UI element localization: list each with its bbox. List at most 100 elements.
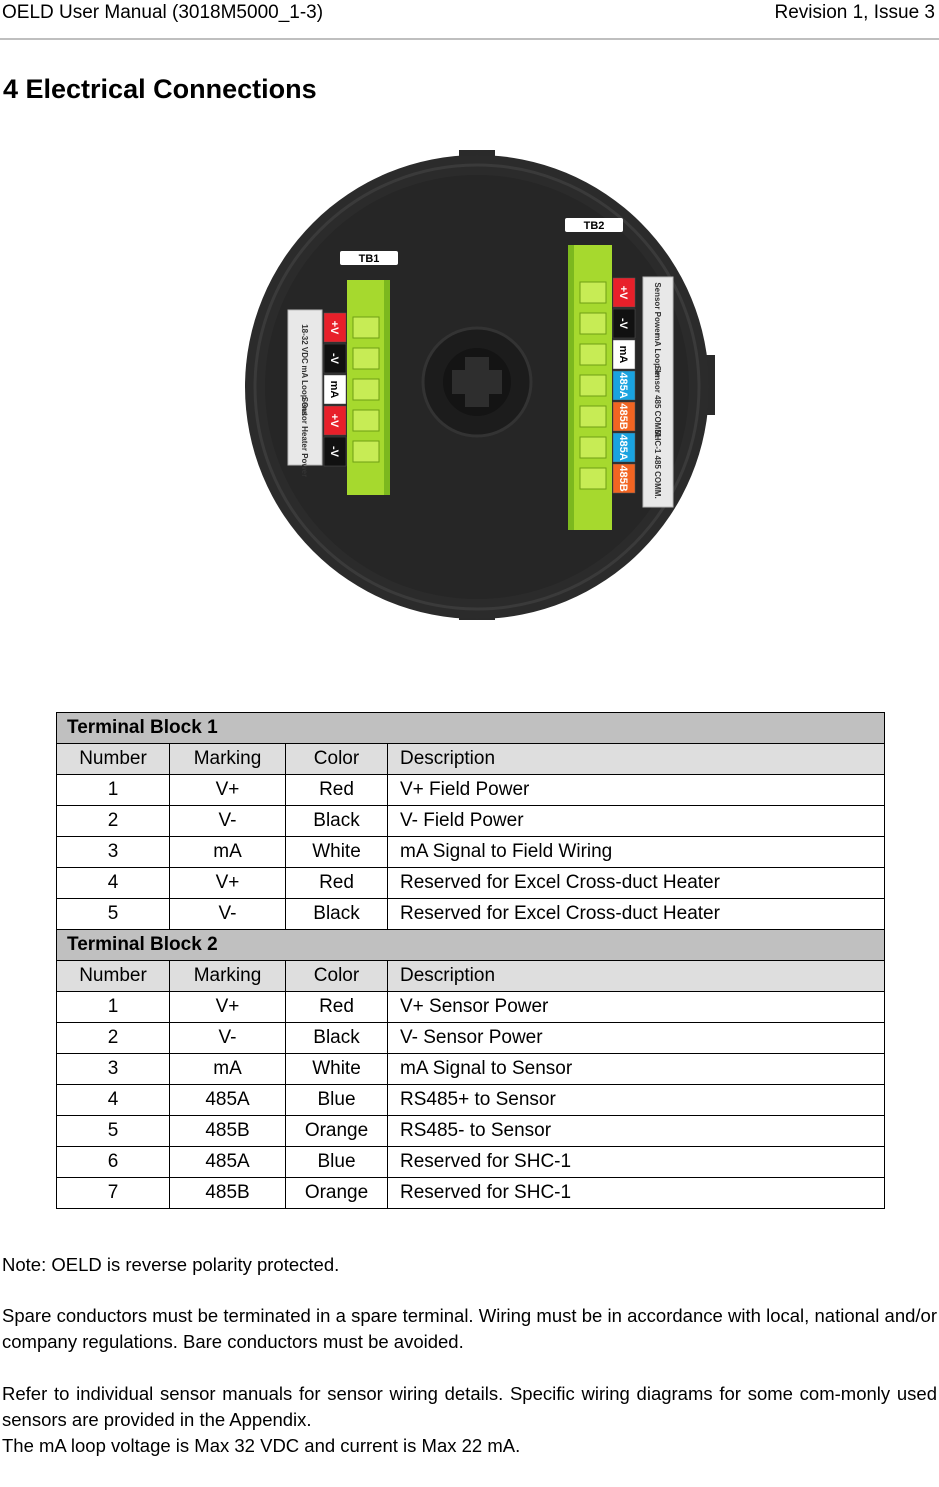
terminal-function-label: mA Loop In [653, 334, 662, 378]
table-cell: 485B [169, 1177, 286, 1209]
table-cell: V+ [169, 867, 286, 899]
terminal-function-label: 18-32 VDC [300, 324, 309, 364]
table-cell: 3 [56, 1053, 170, 1085]
section-heading: 4 Electrical Connections [3, 74, 317, 104]
note-spare-conductors: Spare conductors must be terminated in a… [2, 1305, 937, 1352]
table-cell: 485A [169, 1084, 286, 1116]
table-cell: 7 [56, 1177, 170, 1209]
terminal-marking: mA [328, 381, 340, 399]
column-header: Number [56, 960, 170, 992]
terminal-screw-slot [579, 343, 607, 366]
table-cell: Orange [285, 1115, 388, 1147]
table-cell: White [285, 836, 388, 868]
terminal-screw-slot [579, 436, 607, 459]
table-cell: V+ [169, 774, 286, 806]
terminal-block-1-heading: Terminal Block 1 [56, 712, 885, 744]
table-cell: V- [169, 805, 286, 837]
table-cell: 2 [56, 1022, 170, 1054]
note-ma-loop: The mA loop voltage is Max 32 VDC and cu… [2, 1435, 521, 1456]
note-sensor-manuals: Refer to individual sensor manuals for s… [2, 1383, 937, 1430]
terminal-block-2-heading: Terminal Block 2 [56, 929, 885, 961]
table-cell: Orange [285, 1177, 388, 1209]
column-header: Description [387, 743, 885, 775]
table-cell: RS485- to Sensor [387, 1115, 885, 1147]
column-header: Color [285, 960, 388, 992]
table-cell: 485A [169, 1146, 286, 1178]
table-cell: Red [285, 991, 388, 1023]
terminal-color-tag [323, 374, 347, 405]
terminal-marking: 485A [617, 434, 629, 460]
table-cell: mA Signal to Field Wiring [387, 836, 885, 868]
terminal-marking: mA [617, 346, 629, 364]
table-cell: Red [285, 774, 388, 806]
terminal-color-tag [323, 312, 347, 343]
table-cell: Black [285, 1022, 388, 1054]
terminal-color-tag [612, 463, 636, 494]
table-cell: V- Sensor Power [387, 1022, 885, 1054]
table-cell: Reserved for Excel Cross-duct Heater [387, 867, 885, 899]
table-cell: Reserved for SHC-1 [387, 1177, 885, 1209]
terminal-screw-slot [352, 378, 380, 401]
table-cell: V- Field Power [387, 805, 885, 837]
terminal-marking: -V [617, 318, 629, 330]
terminal-marking: 485B [617, 403, 629, 429]
table-cell: 6 [56, 1146, 170, 1178]
tb1-side-panel [287, 309, 323, 466]
column-header: Number [56, 743, 170, 775]
table-cell: V+ Sensor Power [387, 991, 885, 1023]
table-cell: 5 [56, 898, 170, 930]
table-cell: Blue [285, 1146, 388, 1178]
table-cell: mA Signal to Sensor [387, 1053, 885, 1085]
center-knob-cross [452, 357, 502, 407]
terminal-screw-slot [352, 440, 380, 463]
terminal-color-tag [323, 343, 347, 374]
terminal-function-label: SHC-1 485 COMM. [653, 429, 662, 498]
table-cell: White [285, 1053, 388, 1085]
column-header: Color [285, 743, 388, 775]
table-cell: Blue [285, 1084, 388, 1116]
terminal-color-tag [612, 277, 636, 308]
note-polarity: Note: OELD is reverse polarity protected… [2, 1254, 340, 1275]
terminal-color-tag [612, 432, 636, 463]
table-cell: 1 [56, 774, 170, 806]
terminal-function-label: mA Loop Out [300, 365, 309, 416]
terminal-screw-slot [352, 316, 380, 339]
terminal-function-label: Sensor Power [653, 282, 662, 335]
table-cell: 4 [56, 867, 170, 899]
table-cell: 2 [56, 805, 170, 837]
table-cell: 5 [56, 1115, 170, 1147]
terminal-color-tag [323, 436, 347, 467]
table-cell: mA [169, 1053, 286, 1085]
terminal-screw-slot [352, 347, 380, 370]
tb2-label: TB2 [584, 220, 605, 232]
section-title: Terminal Block 1 [56, 712, 885, 744]
table-cell: Reserved for Excel Cross-duct Heater [387, 898, 885, 930]
table-cell: V- [169, 1022, 286, 1054]
table-cell: 485B [169, 1115, 286, 1147]
table-cell: RS485+ to Sensor [387, 1084, 885, 1116]
terminal-color-tag [612, 401, 636, 432]
table-cell: V- [169, 898, 286, 930]
document-title: OELD User Manual (3018M5000_1-3) [2, 2, 324, 23]
terminal-color-tag [612, 339, 636, 370]
terminal-screw-slot [579, 405, 607, 428]
terminal-screw-slot [579, 281, 607, 304]
terminal-screw-slot [579, 312, 607, 335]
table-cell: Red [285, 867, 388, 899]
terminal-marking: +V [328, 414, 340, 428]
table-cell: 4 [56, 1084, 170, 1116]
column-header: Description [387, 960, 885, 992]
